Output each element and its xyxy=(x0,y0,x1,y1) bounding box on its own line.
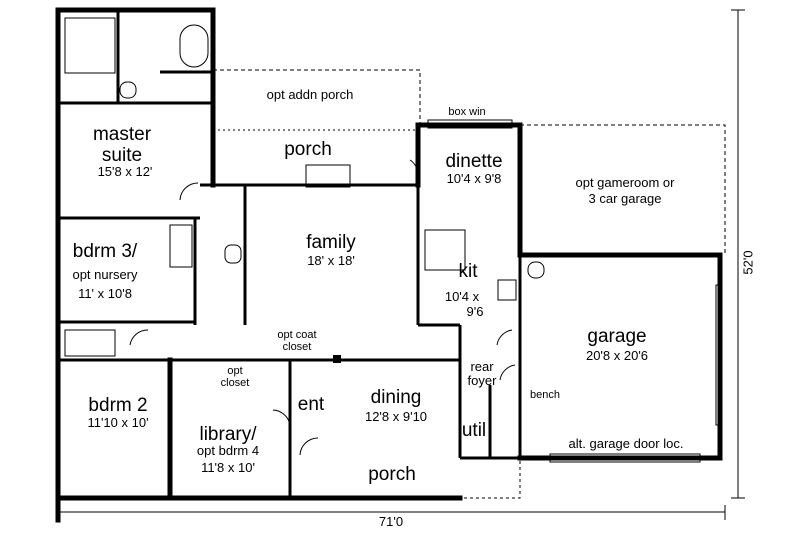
opt-coat-closet-line2: closet xyxy=(282,341,312,353)
master-suite-name-line2: suite xyxy=(101,145,143,166)
kit-dims-line1: 10'4 x xyxy=(444,289,480,304)
library-name: library/ xyxy=(199,424,257,445)
family-dims: 18' x 18' xyxy=(307,253,355,268)
library-dims: 11'8 x 10' xyxy=(201,460,255,475)
bdrm3-sub: opt nursery xyxy=(72,267,138,282)
garage-dims: 20'8 x 20'6 xyxy=(585,348,649,363)
bench-label: bench xyxy=(530,389,560,401)
ent-name: ent xyxy=(297,394,325,415)
box-win-label: box win xyxy=(448,106,486,118)
master-suite-dims: 15'8 x 12' xyxy=(97,164,153,179)
bdrm3-name: bdrm 3/ xyxy=(72,241,138,262)
garage-name: garage xyxy=(587,326,647,347)
dining-name: dining xyxy=(370,387,422,408)
porch-back-label: porch xyxy=(284,139,332,160)
library-sub: opt bdrm 4 xyxy=(196,443,260,458)
bdrm2-name: bdrm 2 xyxy=(88,395,148,416)
opt-coat-closet-line1: opt coat xyxy=(277,329,317,341)
kit-name: kit xyxy=(458,261,478,282)
family-name: family xyxy=(306,232,356,253)
util-name: util xyxy=(461,420,487,441)
rear-foyer-line2: foyer xyxy=(467,373,497,388)
bdrm3-dims: 11' x 10'8 xyxy=(78,286,132,301)
bdrm2-dims: 11'10 x 10' xyxy=(87,415,149,430)
porch-front-label: porch xyxy=(368,464,416,485)
opt-gameroom-line2: 3 car garage xyxy=(588,191,662,206)
master-suite-name-line1: master xyxy=(92,124,152,145)
opt-addn-porch-label: opt addn porch xyxy=(266,87,354,102)
opt-closet-line1: opt xyxy=(227,365,243,377)
width-dimension: 71'0 xyxy=(378,514,404,529)
depth-dimension: 52'0 xyxy=(740,250,756,275)
kit-dims-line2: 9'6 xyxy=(466,304,484,319)
opt-gameroom-line1: opt gameroom or xyxy=(575,175,675,190)
dinette-name: dinette xyxy=(445,151,503,172)
opt-closet-line2: closet xyxy=(220,377,250,389)
alt-garage-door-label: alt. garage door loc. xyxy=(568,436,684,451)
dinette-dims: 10'4 x 9'8 xyxy=(446,171,502,186)
rear-foyer-line1: rear xyxy=(470,359,494,374)
dining-dims: 12'8 x 9'10 xyxy=(364,409,428,424)
